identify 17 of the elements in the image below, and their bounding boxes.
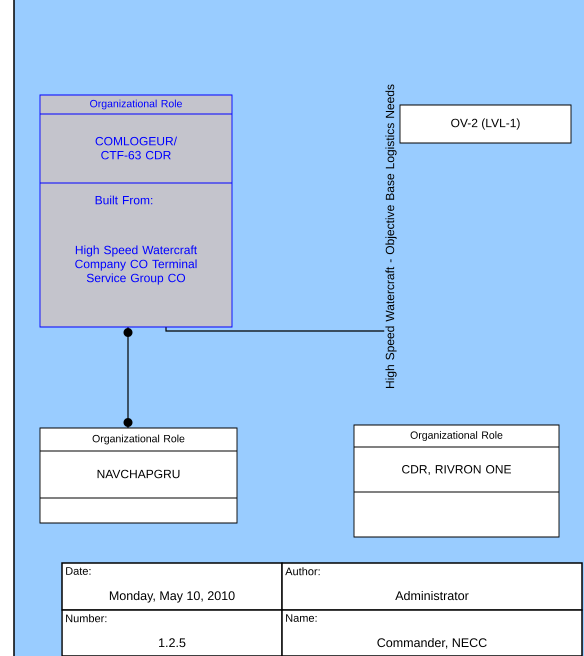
label: Name:: [286, 614, 317, 622]
label: Administrator: [395, 590, 469, 600]
rotated-label: High Speed Watercraft - Objective Base Logistics Needs: [385, 84, 397, 388]
connector-line: [124, 327, 132, 428]
table-cell: Date: Monday, May 10, 2010: [61, 562, 283, 611]
label: Number:: [66, 614, 106, 622]
role-box: Organizational Role CDR, RIVRON ONE: [354, 424, 560, 538]
role-box: Organizational Role NAVCHAPGRU: [40, 428, 238, 524]
table-cell: Author: Administrator: [281, 562, 583, 611]
role-box: Organizational Role COMLOGEUR/ CTF-63 CDR Built From: High Speed Watercraft Company CO Terminal Service Group CO: [40, 94, 232, 328]
label: 1.2.5: [159, 638, 186, 648]
label: Author:: [285, 567, 320, 576]
label: Commander, NECC: [377, 638, 487, 649]
connector-line: [165, 327, 384, 332]
table-cell: Number: 1.2.5: [61, 609, 283, 656]
table-cell: Name: Commander, NECC: [281, 609, 583, 656]
view-title-box: OV-2 (LVL-1): [400, 104, 572, 144]
